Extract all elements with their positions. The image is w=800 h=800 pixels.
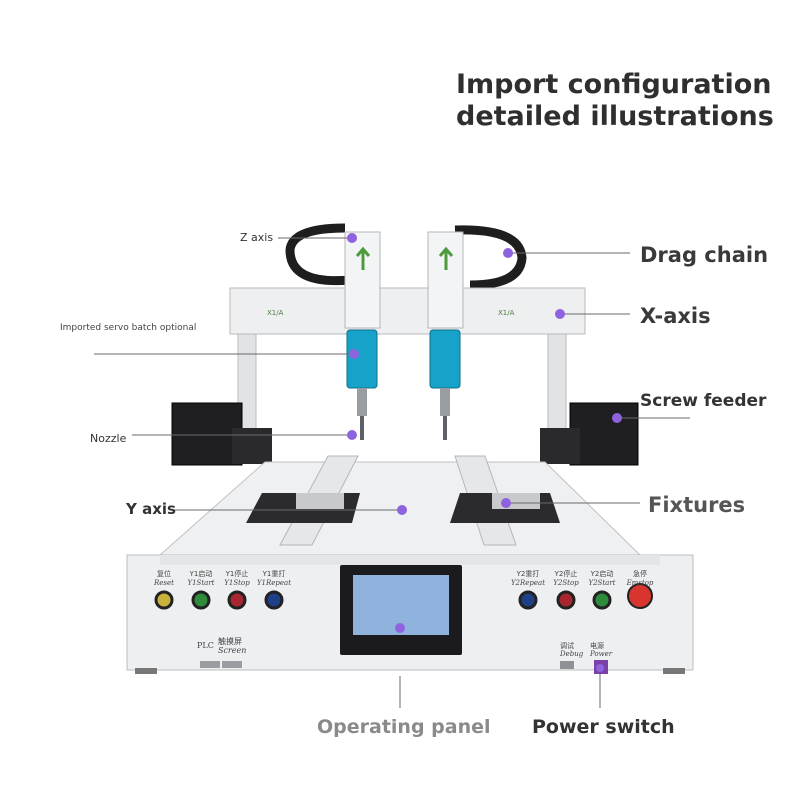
label-fixtures: Fixtures [648,493,746,517]
label-screw-feeder: Screw feeder [640,391,767,411]
spindle-right [440,388,450,416]
drag-chain-left [285,223,351,286]
screw-feeder-right-rail [540,428,580,464]
fixture-part-right [492,493,540,509]
nozzle-right [443,416,447,440]
carriage-label-right: X1/A [498,309,515,317]
plc-port [200,661,220,668]
panel-button-label-cn: Y2启动 [590,569,614,578]
label-nozzle: Nozzle [90,432,127,445]
foot-right [663,668,685,674]
label-z-axis: Z axis [240,231,274,244]
screw-feeder-left [171,402,243,466]
label-y-axis: Y axis [126,500,176,518]
label-power-switch: Power switch [532,716,675,738]
debug-port [560,661,574,669]
panel-button-y2stop[interactable] [556,590,576,610]
callout-lines [94,237,690,708]
page-title-line-2: detailed illustrations [456,101,774,132]
panel-button-label-cn: Y2重打 [516,569,540,578]
panel-button-label-cn: Y1停止 [225,569,249,578]
screw-feeder-right [569,402,639,466]
panel-button-label-en: Y1Stop [224,579,250,587]
panel-button-label-cn: Y1重打 [262,569,286,578]
panel-button-y1stop[interactable] [227,590,247,610]
fixture-part-left [296,493,344,509]
servo-motor-left [346,329,378,389]
servo-motor-right [429,329,461,389]
panel-button-label-cn: 复位 [157,569,171,578]
drag-chain-right [454,225,527,290]
plc-label: PLC [197,641,214,650]
page-title-line-1: Import configuration [456,69,772,100]
foot-left [135,668,157,674]
panel-button-y1start[interactable] [191,590,211,610]
panel-button-label-cn: Y1启动 [189,569,213,578]
dot-screw-feeder [612,413,622,423]
x-axis-beam [229,287,586,335]
dot-drag-chain [503,248,513,258]
screen-label-en: Screen [218,646,247,655]
screen-label-cn: 触摸屏 [218,637,242,646]
dot-z-axis [347,233,357,243]
panel-button-y2repeat[interactable] [518,590,538,610]
panel-button-reset[interactable] [154,590,174,610]
debug-label-cn: 调试 [560,642,574,650]
dot-power-switch [596,664,604,672]
panel-button-label-en: Y1Start [187,579,214,587]
panel-button-y1repeat[interactable] [264,590,284,610]
callout-dots [347,233,622,672]
panel-button-label-en: Y1Repeat [257,579,291,587]
label-drag-chain: Drag chain [640,243,769,267]
panel-button-label-en: Y2Start [588,579,615,587]
panel-button-label-en: Y2Stop [553,579,579,587]
dot-nozzle [347,430,357,440]
power-label-en: Power [590,650,613,658]
panel-button-label-en: Emstop [626,579,654,587]
dot-y-axis [397,505,407,515]
z-axis-left [344,231,381,329]
label-operating-panel: Operating panel [317,716,491,738]
carriage-label-left: X1/A [267,309,284,317]
panel-button-emstop[interactable] [627,583,653,609]
panel-button-label-cn: Y2停止 [554,569,578,578]
label-x-axis: X-axis [640,304,711,328]
label-servo: Imported servo batch optional [60,323,197,333]
z-arrow-left [355,246,371,270]
debug-label-en: Debug [560,650,584,658]
panel-button-label-cn: 急停 [633,569,647,578]
z-axis-right [427,231,464,329]
panel-button-y2start[interactable] [592,590,612,610]
dot-x-axis [555,309,565,319]
front-panel-lip [160,555,660,565]
dot-servo [349,349,359,359]
dot-fixtures [501,498,511,508]
dot-operating-panel [395,623,405,633]
screen-port [222,661,242,668]
screw-feeder-left-rail [232,428,272,464]
spindle-left [357,388,367,416]
power-label-cn: 电源 [590,642,604,650]
z-arrow-right [438,246,454,270]
nozzle-left [360,416,364,440]
panel-button-label-en: Reset [153,579,174,587]
panel-button-label-en: Y2Repeat [511,579,545,587]
